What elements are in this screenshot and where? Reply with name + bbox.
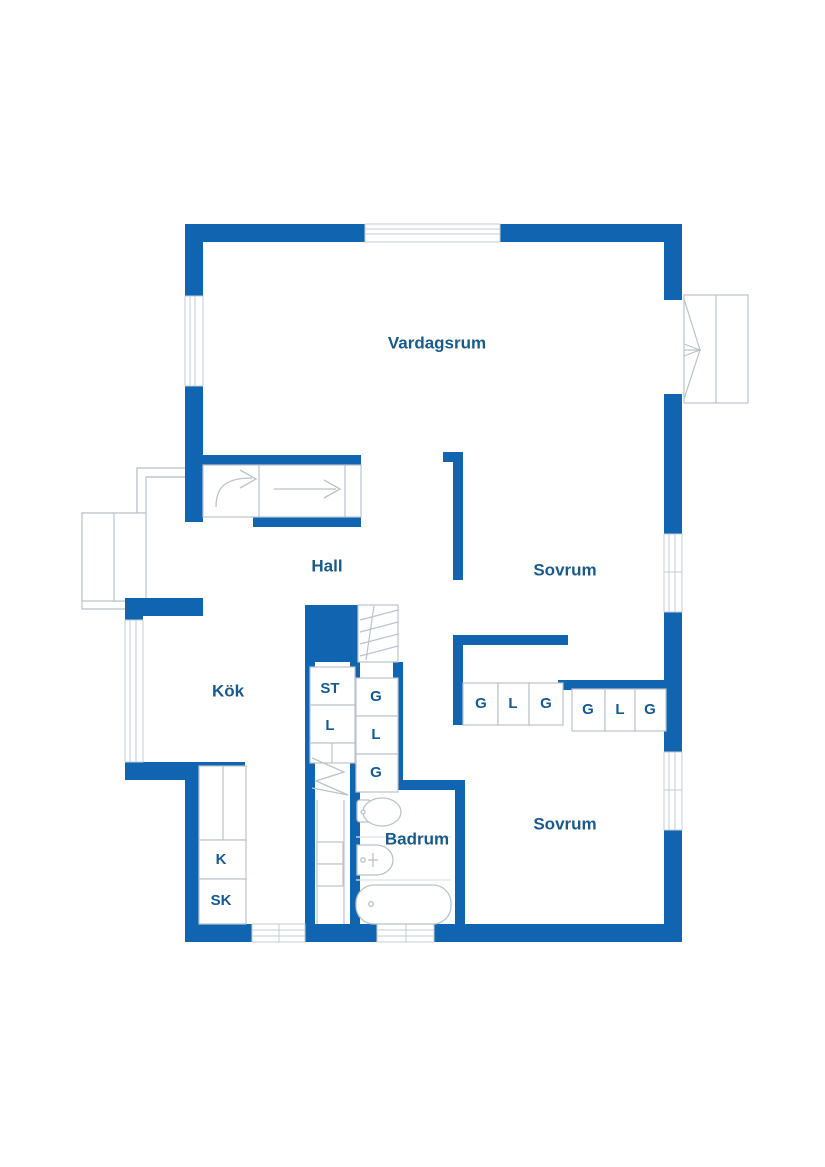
- unit-label-g-top: G: [370, 688, 382, 705]
- unit-label-g-left-1: G: [475, 695, 487, 712]
- wall-bedroom-divider: [453, 635, 568, 645]
- door-balcony[interactable]: [683, 298, 701, 400]
- window-left-upper: [184, 295, 204, 387]
- wardrobe-rod-hatch: [357, 604, 399, 663]
- wall-right-a: [664, 224, 682, 300]
- exterior-details: [81, 294, 749, 610]
- room-label-kok: Kök: [212, 681, 245, 700]
- room-label-vardagsrum: Vardagsrum: [388, 333, 486, 352]
- window-right-upper: [663, 533, 683, 613]
- sink-fixture: [356, 844, 394, 876]
- wall-corridor-left: [305, 605, 315, 942]
- unit-label-g-right-1: G: [582, 701, 594, 718]
- window-bottom-left: [251, 923, 306, 943]
- bathtub-fixture: [355, 884, 452, 925]
- wall-bedroom-left-stub: [453, 675, 463, 725]
- wall-left-b: [185, 386, 203, 469]
- unit-label-l-mid: L: [371, 726, 380, 743]
- hall-wardrobe-nook[interactable]: [202, 464, 362, 518]
- wall-left-a: [185, 224, 203, 296]
- balcony-deck: [683, 294, 749, 404]
- unit-label-g-bottom: G: [370, 764, 382, 781]
- wall-hall-top: [203, 455, 361, 465]
- bathroom-fixtures: [355, 797, 452, 925]
- wall-hall-left-vert: [185, 455, 203, 522]
- wall-hall-bedroom-upper: [453, 452, 463, 580]
- wall-corridor-right: [350, 605, 360, 942]
- wall-bottom-a: [185, 924, 252, 942]
- window-left-kitchen: [124, 619, 144, 763]
- unit-label-l-right: L: [615, 701, 624, 718]
- wall-bottom-c: [434, 924, 682, 942]
- wall-bottom-b: [305, 924, 377, 942]
- wall-bedroom-divider-right: [568, 680, 664, 690]
- corridor-storage-units[interactable]: [309, 666, 356, 764]
- room-label-hall: Hall: [311, 556, 342, 575]
- wall-left-g: [125, 762, 203, 780]
- window-right-lower: [663, 751, 683, 831]
- slide-arrow-icon: [274, 479, 342, 499]
- room-label-badrum: Badrum: [385, 829, 449, 848]
- wall-left-e: [125, 598, 143, 620]
- room-label-sovrum-upper: Sovrum: [533, 560, 596, 579]
- wall-corridor-block: [310, 610, 355, 662]
- wall-hall-bedroom-cap: [443, 452, 463, 462]
- wall-right-b: [664, 394, 682, 534]
- window-top: [364, 223, 501, 243]
- corridor-utility: [316, 800, 345, 924]
- unit-label-l-hall: L: [325, 717, 334, 734]
- wall-bath-top: [360, 780, 465, 790]
- bedroom-wardrobes-left[interactable]: [462, 682, 564, 726]
- entrance-porch: [81, 467, 196, 610]
- unit-label-st: ST: [320, 680, 339, 697]
- wall-bath-right: [455, 780, 465, 942]
- unit-label-g-right-2: G: [644, 701, 656, 718]
- corridor-storage-right[interactable]: [355, 677, 399, 793]
- stair-zigzag: [311, 757, 349, 796]
- unit-label-l-left: L: [508, 695, 517, 712]
- unit-label-sk-kitchen: SK: [211, 892, 232, 909]
- toilet-fixture: [356, 797, 402, 827]
- wall-right-d: [664, 830, 682, 942]
- room-label-sovrum-lower: Sovrum: [533, 814, 596, 833]
- window-bottom-right: [376, 923, 435, 943]
- door-swing-arrow-icon: [215, 469, 258, 508]
- wall-hall-nook-bottom: [253, 517, 361, 527]
- windows: [124, 223, 683, 943]
- wall-hall-bedroom-lower: [453, 635, 463, 675]
- wall-right-c: [664, 612, 682, 752]
- bedroom-wardrobes-right[interactable]: [571, 688, 667, 732]
- wall-top-left: [185, 224, 365, 242]
- wall-top-right: [500, 224, 682, 242]
- wall-bath-right-cap: [440, 780, 465, 790]
- unit-label-k-kitchen: K: [216, 851, 227, 868]
- kitchen-counter: [198, 765, 247, 925]
- walls: [125, 224, 682, 942]
- wall-left-d: [125, 598, 203, 616]
- unit-label-g-left-2: G: [540, 695, 552, 712]
